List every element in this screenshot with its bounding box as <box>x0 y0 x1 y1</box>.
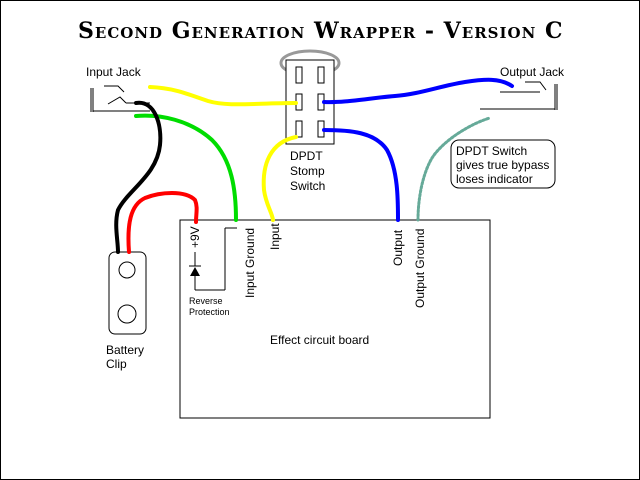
wire-switch-to-output-jack <box>322 77 514 105</box>
wire-switch-to-board-input <box>261 135 298 222</box>
wire-input-ground <box>134 113 238 222</box>
input-jack <box>90 85 150 112</box>
battery-label-line2: Clip <box>106 357 127 371</box>
output-jack <box>480 81 558 110</box>
wire-battery-positive <box>126 191 199 254</box>
output-jack-label: Output Jack <box>500 65 565 79</box>
dpdt-label-line1: DPDT <box>290 149 323 163</box>
board-label: Effect circuit board <box>270 333 369 347</box>
dpdt-label-line2: Stomp <box>290 164 325 178</box>
output-ground-label: Output Ground <box>413 229 427 308</box>
reverse-label-line2: Protection <box>189 307 230 317</box>
note-box <box>450 139 556 189</box>
dpdt-label-line3: Switch <box>290 179 325 193</box>
reverse-label-line1: Reverse <box>189 296 223 306</box>
effect-circuit-board <box>179 219 491 419</box>
input-jack-label: Input Jack <box>86 65 142 79</box>
note-line1: DPDT Switch <box>456 144 527 158</box>
battery-clip <box>108 251 147 335</box>
wire-input-jack-to-switch <box>148 85 298 107</box>
note-line3: loses indicator <box>456 172 533 186</box>
wire-battery-negative <box>114 100 163 254</box>
input-ground-label: Input Ground <box>243 228 257 298</box>
wire-output-ground <box>416 116 492 222</box>
output-label: Output <box>391 229 405 266</box>
reverse-protection-diode <box>189 227 237 291</box>
note-line2: gives true bypass <box>456 158 549 172</box>
diagram-title: Second Generation Wrapper - Version C <box>78 18 563 44</box>
input-label: Input <box>268 223 282 250</box>
battery-label-line1: Battery <box>106 343 144 357</box>
wire-board-output-to-switch <box>322 128 400 222</box>
plus9v-label: +9V <box>188 226 202 248</box>
